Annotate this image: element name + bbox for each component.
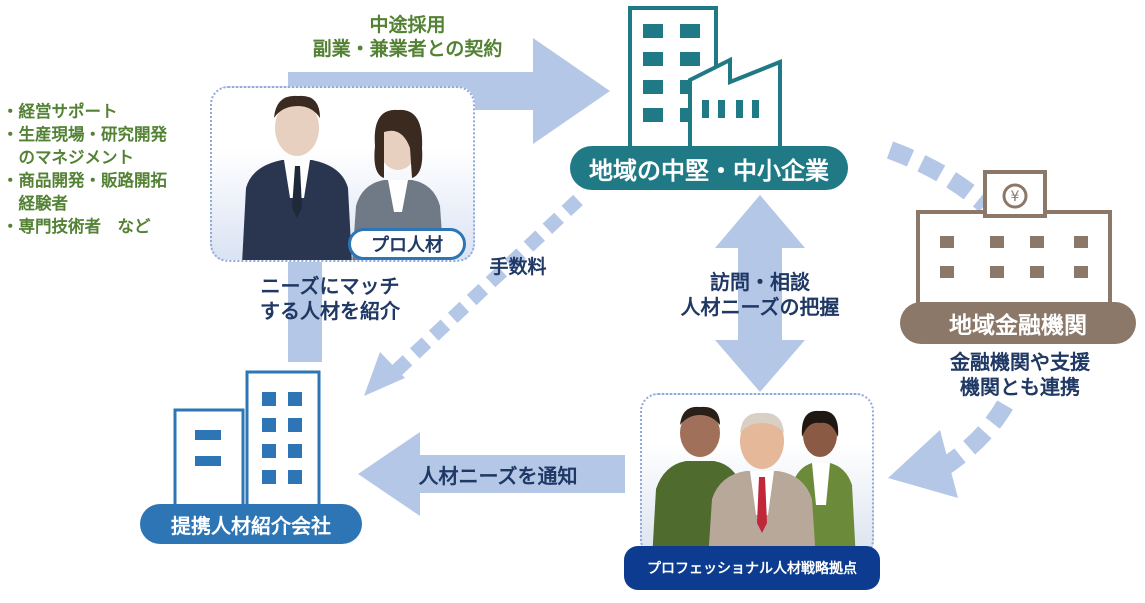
people-icon — [652, 406, 856, 556]
visit-arrow — [715, 195, 805, 392]
staffing-agency-label: 提携人材紹介会社 — [171, 513, 331, 538]
pro-talent-label: プロ人材 — [371, 235, 443, 256]
strategy-base-card — [640, 393, 874, 558]
factory-icon — [688, 56, 782, 158]
pro-talent-card: プロ人材 — [210, 86, 475, 262]
hiring-label: 中途採用 副業・兼業者との契約 — [270, 14, 545, 62]
financial-institutions-node: 地域金融機関 — [900, 302, 1136, 344]
yen-icon: ¥ — [1002, 183, 1028, 209]
finance-link-bottom — [888, 400, 1013, 498]
list-item: ・生産現場・研究開発 — [2, 125, 167, 144]
svg-text:¥: ¥ — [1011, 189, 1020, 205]
fee-text: 手数料 — [489, 256, 547, 278]
notify-arrow — [358, 432, 625, 516]
strategy-base-label: プロフェッショナル人材戦略拠点 — [647, 561, 857, 577]
match-label-line2: する人材を紹介 — [260, 299, 400, 323]
visit-label-line1: 訪問・相談 — [710, 270, 810, 294]
hiring-label-line1: 中途採用 — [369, 14, 446, 36]
list-item: のマネジメント — [2, 148, 135, 167]
strategy-base-node: プロフェッショナル人材戦略拠点 — [624, 546, 880, 590]
match-label: ニーズにマッチ する人材を紹介 — [240, 274, 420, 324]
finance-label-line1: 金融機関や支援 — [950, 350, 1090, 374]
finance-link-top — [886, 141, 991, 212]
regional-companies-label: 地域の中堅・中小企業 — [589, 156, 829, 185]
notify-label: 人材ニーズを通知 — [398, 464, 598, 489]
visit-label-line2: 人材ニーズの把握 — [680, 295, 840, 319]
list-item: ・専門技術者 など — [2, 217, 151, 236]
staffing-agency-node: 提携人材紹介会社 — [140, 504, 362, 544]
fee-label: 手数料 — [478, 256, 558, 280]
regional-companies-node: 地域の中堅・中小企業 — [570, 146, 848, 190]
building-icon — [173, 370, 321, 522]
list-item: ・商品開発・販路開拓 — [2, 171, 167, 190]
finance-label: 金融機関や支援 機関とも連携 — [920, 350, 1120, 400]
match-label-line1: ニーズにマッチ — [260, 274, 400, 298]
notify-text: 人材ニーズを通知 — [418, 464, 578, 488]
fee-arrow — [364, 194, 583, 396]
finance-label-line2: 機関とも連携 — [960, 375, 1080, 399]
financial-institutions-label: 地域金融機関 — [949, 313, 1087, 339]
pro-talent-badge: プロ人材 — [348, 228, 466, 260]
list-item: ・経営サポート — [2, 102, 118, 121]
list-item: 経験者 — [2, 194, 69, 213]
hiring-label-line2: 副業・兼業者との契約 — [312, 37, 503, 60]
bank-icon — [916, 170, 1112, 314]
visit-label: 訪問・相談 人材ニーズの把握 — [650, 270, 870, 320]
pro-talent-list: ・経営サポート ・生産現場・研究開発 のマネジメント ・商品開発・販路開拓 経験… — [2, 100, 167, 238]
